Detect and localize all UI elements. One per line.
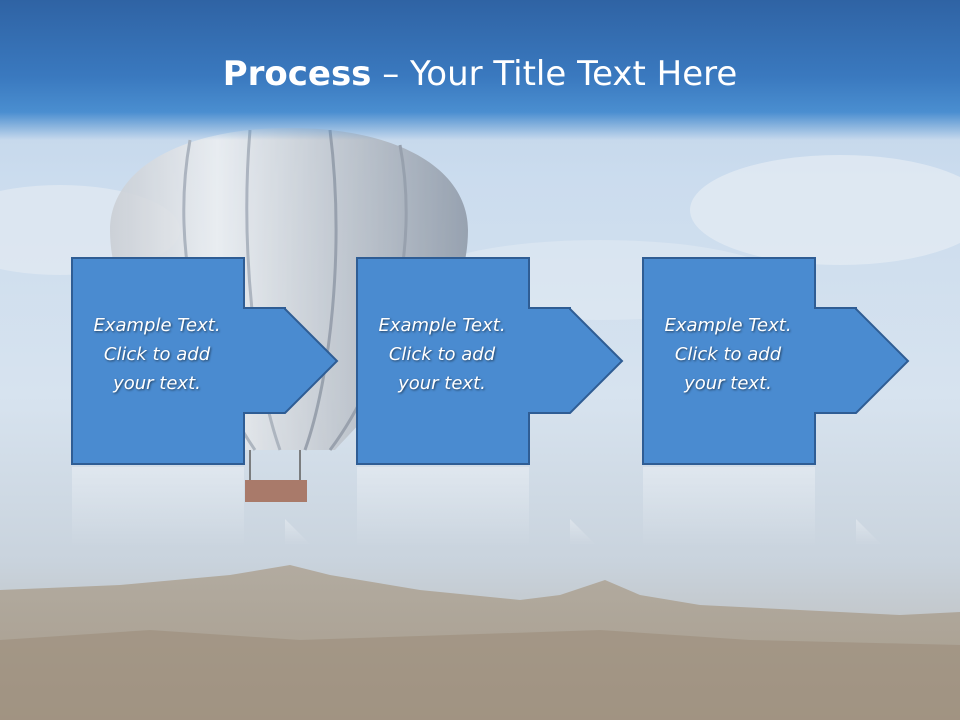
slide-title[interactable]: Process – Your Title Text Here <box>0 52 960 96</box>
step-text[interactable]: Example Text. Click to add your text. <box>642 311 814 398</box>
step-text-line: your text. <box>684 373 772 394</box>
process-step-2[interactable]: Example Text. Click to add your text. <box>356 257 624 465</box>
step-reflection <box>643 467 882 547</box>
step-text-line: Click to add <box>674 344 782 365</box>
step-box-shape <box>356 257 624 465</box>
step-text-line: Example Text. <box>93 315 221 336</box>
right-arrow-icon <box>356 257 624 465</box>
title-bar <box>0 0 960 140</box>
step-text-line: your text. <box>113 373 201 394</box>
foreground-terrain <box>0 630 960 720</box>
step-box-shape <box>71 257 339 465</box>
step-text-line: Click to add <box>388 344 496 365</box>
step-text-line: Example Text. <box>664 315 792 336</box>
step-reflection <box>357 467 596 547</box>
process-step-1[interactable]: Example Text. Click to add your text. <box>71 257 339 465</box>
step-text-line: your text. <box>398 373 486 394</box>
step-box-shape <box>642 257 910 465</box>
title-rest-text: – Your Title Text Here <box>371 54 738 94</box>
process-step-3[interactable]: Example Text. Click to add your text. <box>642 257 910 465</box>
step-text-line: Example Text. <box>378 315 506 336</box>
step-text[interactable]: Example Text. Click to add your text. <box>356 311 528 398</box>
right-arrow-icon <box>71 257 339 465</box>
cloud <box>690 155 960 265</box>
title-bold-text: Process <box>222 54 372 94</box>
step-text[interactable]: Example Text. Click to add your text. <box>71 311 243 398</box>
step-text-line: Click to add <box>103 344 211 365</box>
step-reflection <box>72 467 311 547</box>
right-arrow-icon <box>642 257 910 465</box>
